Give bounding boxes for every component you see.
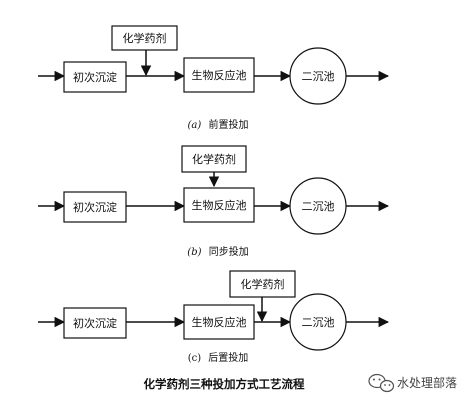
primary-clarifier-box-a [63,61,127,93]
secondary-clarifier-label-a: 二沉池 [302,70,335,83]
dosing-label-c: 化学药剂 [241,277,285,291]
caption-text-c: 后置投加 [208,351,248,364]
caption-letter-b: (b) [187,247,201,258]
bio-reactor-box-b [183,187,255,223]
primary-clarifier-label-b: 初次沉淀 [73,200,117,214]
watermark: 水处理部落 [368,373,457,393]
dosing-box-b [181,145,247,173]
primary-clarifier-label-c: 初次沉淀 [73,316,117,330]
dosing-box-a [111,25,178,51]
bio-reactor-box-a [183,57,255,93]
diagram-c-post-dosing: 初次沉淀 生物反应池 化学药剂 二沉池 (c) 后置投加 [38,270,390,364]
bio-reactor-box-c [183,304,255,340]
primary-clarifier-box-b [63,191,127,223]
caption-text-b: 同步投加 [209,245,249,258]
caption-a: (a) 前置投加 [188,118,249,131]
caption-letter-a: (a) [188,120,202,131]
secondary-clarifier-label-c: 二沉池 [302,316,335,329]
caption-c: (c) 后置投加 [188,351,249,364]
caption-text-a: 前置投加 [208,118,248,131]
bio-reactor-label-c: 生物反应池 [192,315,247,329]
dosing-label-a: 化学药剂 [123,31,167,45]
wechat-icon [368,373,395,393]
primary-clarifier-label-a: 初次沉淀 [73,70,117,84]
diagram-a-pre-dosing: 初次沉淀 化学药剂 生物反应池 二沉池 (a) 前置投加 [38,25,390,131]
secondary-clarifier-label-b: 二沉池 [302,200,335,213]
dosing-label-b: 化学药剂 [192,152,236,166]
primary-clarifier-box-c [63,307,127,339]
figure-title: 化学药剂三种投加方式工艺流程 [144,377,305,391]
bio-reactor-label-a: 生物反应池 [192,68,247,82]
watermark-text: 水处理部落 [397,375,457,390]
bio-reactor-label-b: 生物反应池 [192,198,247,212]
diagram-b-simultaneous-dosing: 初次沉淀 化学药剂 生物反应池 二沉池 (b) 同步投加 [38,145,390,258]
caption-b: (b) 同步投加 [187,245,248,258]
caption-letter-c: (c) [188,353,202,364]
dosing-box-c [229,270,296,298]
